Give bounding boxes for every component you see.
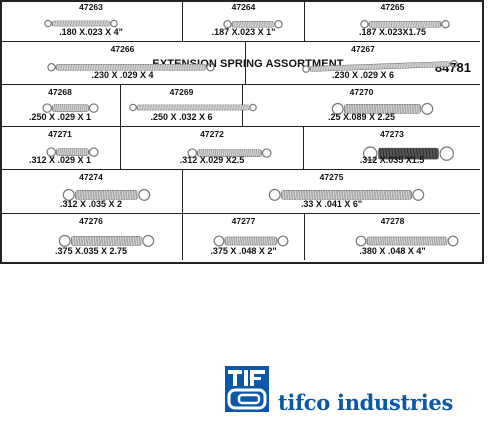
spring-illustration — [353, 232, 461, 255]
item-size: .312 X .035 X 2 — [59, 199, 123, 209]
spring-cell-47272: 47272 .312 X.029 X2.5 — [121, 127, 304, 170]
item-size: .380 X .048 X 4" — [359, 246, 426, 256]
item-number: 47273 — [380, 129, 404, 139]
spring-illustration — [266, 185, 427, 210]
item-size: .312 X .029 X 1 — [28, 155, 92, 165]
spring-cell-47277: 47277 .375 X .048 X 2" — [183, 214, 305, 260]
item-number: 47271 — [48, 129, 72, 139]
spring-cell-47270: 47270 .25 X.089 X 2.25 — [243, 85, 480, 127]
spring-cell-47269: 47269 .250 X .032 X 6 — [121, 85, 257, 127]
spring-cell-47275: 47275 .33 X .041 X 6" — [183, 170, 480, 214]
spring-illustration — [45, 60, 217, 80]
item-number: 47269 — [169, 87, 194, 97]
spring-cell-47265: 47265 .187 X.023X1.75 — [305, 0, 480, 42]
spring-cell-47276: 47276 .375 X.035 X 2.75 — [0, 214, 183, 260]
item-number: 47277 — [231, 216, 256, 226]
spring-cell-47274: 47274 .312 X .035 X 2 — [0, 170, 183, 214]
spring-cell-47271: 47271 .312 X .029 X 1 — [0, 127, 121, 170]
item-size: .250 X .032 X 6 — [150, 112, 213, 122]
spring-illustration — [185, 145, 274, 166]
item-number: 47278 — [380, 216, 405, 226]
item-size: .187 X.023X1.75 — [358, 27, 427, 37]
spring-cell-47268: 47268 .250 X .029 X 1 — [0, 85, 121, 127]
tifco-logo-icon — [225, 366, 269, 412]
spring-illustration — [360, 142, 457, 170]
brand-name: tifco industries — [278, 390, 453, 415]
item-number: 47263 — [79, 2, 103, 12]
item-size: .25 X.089 X 2.25 — [327, 112, 396, 122]
item-number: 47274 — [79, 172, 103, 182]
spring-cell-47267: 47267 .230 X .029 X 6 — [246, 42, 480, 85]
item-number: 47264 — [231, 2, 256, 12]
spring-illustration — [60, 185, 153, 210]
spring-illustration — [56, 231, 157, 256]
spring-cell-47266: 47266 .230 X .029 X 4 — [0, 42, 246, 85]
item-number: 47272 — [200, 129, 224, 139]
spring-illustration — [127, 101, 259, 119]
spring-illustration — [300, 60, 460, 78]
item-size: .375 X .048 X 2" — [210, 246, 277, 256]
item-number: 47276 — [79, 216, 103, 226]
item-size: .33 X .041 X 6" — [300, 199, 363, 209]
spring-cell-47264: 47264 .187 X.023 X 1" — [183, 0, 305, 42]
spring-illustration — [358, 17, 452, 37]
spring-illustration — [329, 99, 436, 124]
spring-illustration — [42, 17, 120, 35]
item-number: 47270 — [349, 87, 374, 97]
spring-illustration — [44, 144, 101, 165]
item-size: .312 X.035 X1.5 — [359, 155, 425, 165]
item-number: 47266 — [110, 44, 135, 54]
spring-grid: 47263 .180 X.023 X 4" 47264 .187 X.023 X… — [0, 0, 484, 264]
item-number: 47268 — [48, 87, 72, 97]
item-number: 47267 — [351, 44, 375, 54]
item-size: .180 X.023 X 4" — [59, 27, 123, 37]
spring-illustration — [211, 232, 291, 255]
item-size: .230 X .029 X 4 — [91, 70, 154, 80]
item-size: .312 X.029 X2.5 — [179, 155, 245, 165]
spring-cell-47263: 47263 .180 X.023 X 4" — [0, 0, 183, 42]
item-number: 47275 — [319, 172, 344, 182]
item-size: .230 X .029 X 6 — [331, 70, 395, 80]
item-size: .187 X.023 X 1" — [211, 27, 276, 37]
spring-illustration — [221, 17, 285, 37]
spring-illustration — [40, 100, 101, 121]
spring-cell-47273: 47273 .312 X.035 X1.5 — [304, 127, 480, 170]
item-size: .375 X.035 X 2.75 — [54, 246, 128, 256]
spring-cell-47278: 47278 .380 X .048 X 4" — [305, 214, 480, 260]
item-number: 47265 — [380, 2, 405, 12]
item-size: .250 X .029 X 1 — [28, 112, 92, 122]
